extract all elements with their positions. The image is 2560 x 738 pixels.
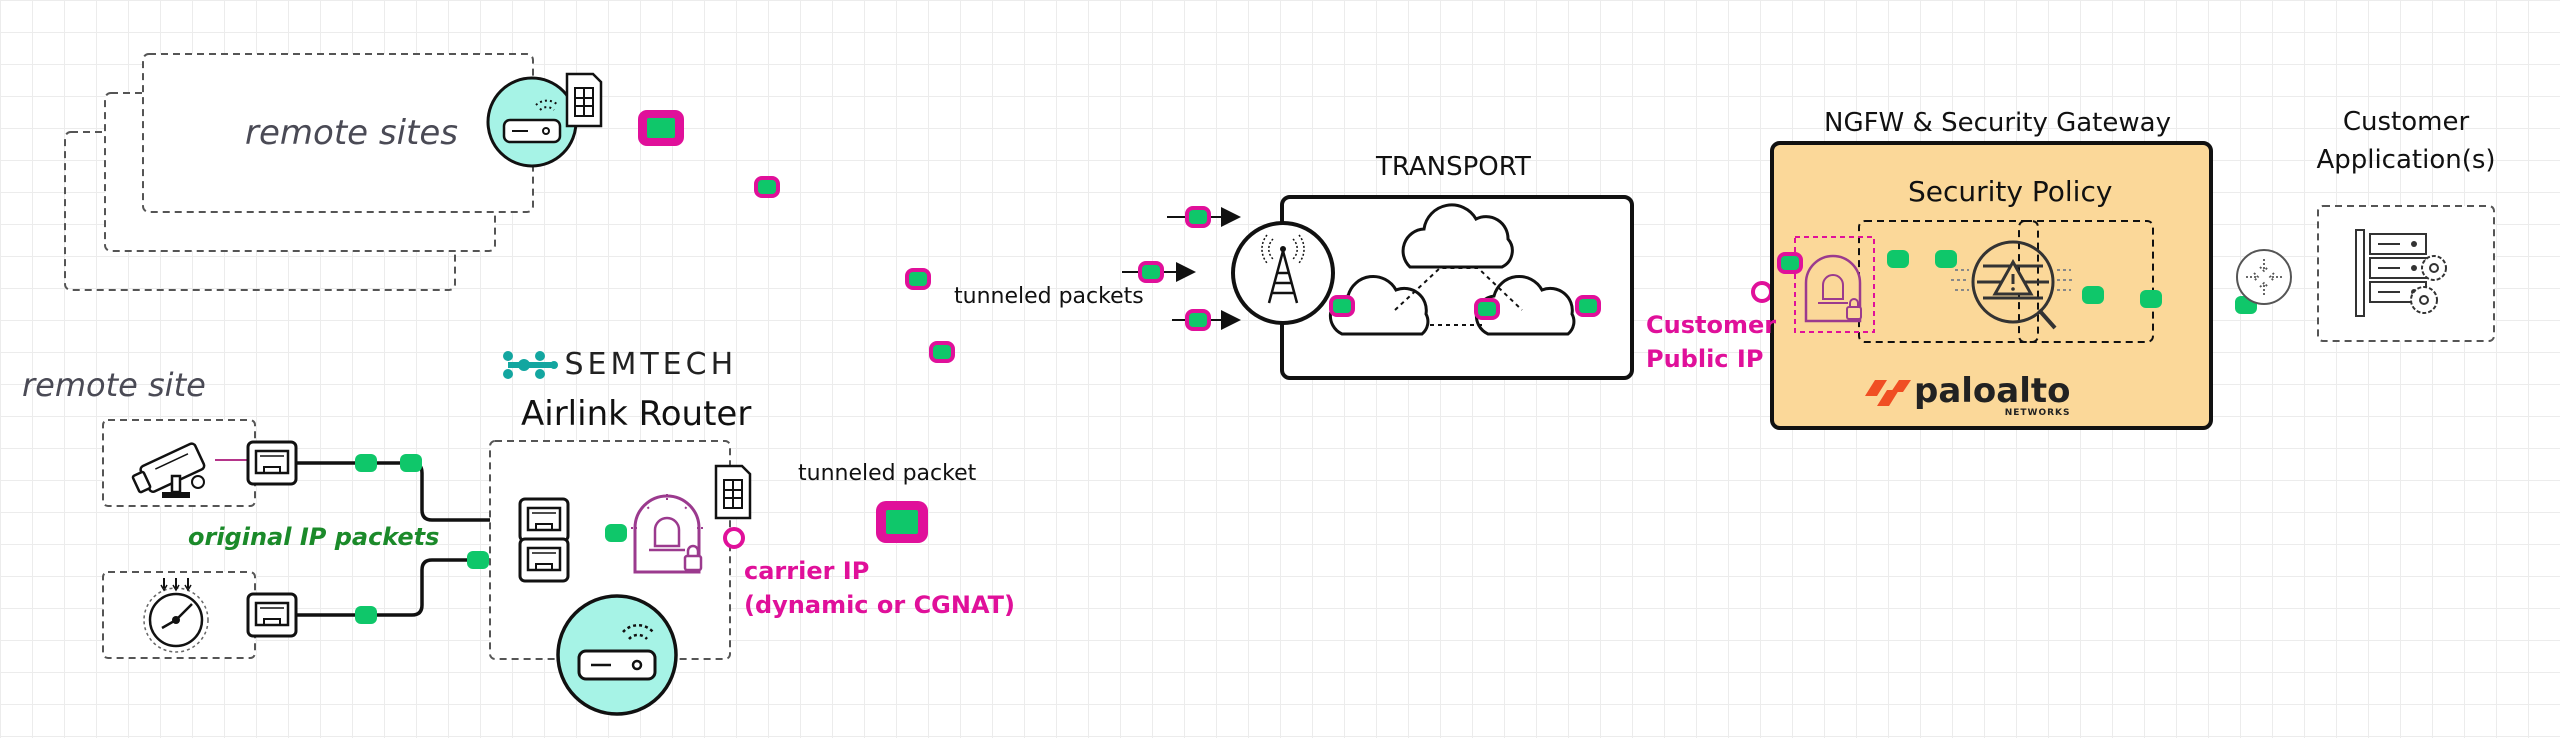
carrier-ip-line1: carrier IP (744, 557, 870, 585)
paloalto-logo: paloalto NETWORKS (1914, 374, 2071, 418)
customer-public-ip-line2: Public IP (1646, 345, 1764, 373)
packet-tunneled (929, 341, 955, 363)
ngfw-title: NGFW & Security Gateway (1824, 108, 2171, 138)
packet-green (2082, 286, 2104, 304)
link-meter-router (296, 558, 520, 617)
packet-large-top (638, 110, 684, 146)
customer-public-ip-label: Customer Public IP (1646, 308, 1777, 376)
packet-tunneled (754, 176, 780, 198)
packet-transport (1329, 295, 1355, 317)
packet-large-tunneled (876, 501, 928, 543)
lock-shield-icon (1804, 254, 1862, 323)
sim-card-icon (565, 72, 603, 128)
packet-transport (1575, 295, 1601, 317)
network-hub-icon (2236, 249, 2292, 305)
carrier-ip-label: carrier IP (dynamic or CGNAT) (744, 554, 1015, 622)
packet-green (2140, 290, 2162, 308)
customer-app-title: Customer Application(s) (2308, 103, 2504, 179)
router-icon (486, 76, 578, 168)
firewall-inspect-icon (1951, 240, 2075, 330)
cell-tower-icon (1231, 221, 1335, 325)
customer-app-line1: Customer (2342, 107, 2470, 137)
remote-sites-stack (64, 53, 534, 291)
packet-arrow (1185, 206, 1211, 228)
packet-green (605, 524, 627, 542)
carrier-ip-marker (723, 527, 745, 549)
remote-sites-label: remote sites (245, 113, 458, 153)
sim-card-icon (714, 464, 752, 520)
packet-green (400, 454, 422, 472)
transport-title: TRANSPORT (1376, 152, 1531, 182)
tunneled-packets-label: tunneled packets (954, 284, 1144, 309)
router-icon (556, 594, 678, 716)
packet-transport (1474, 298, 1500, 320)
customer-app-line2: Application(s) (2316, 145, 2496, 175)
meter-icon (143, 578, 209, 653)
packet-green (1887, 250, 1909, 268)
packet-tunneled (905, 268, 931, 290)
tunneled-packet-label: tunneled packet (798, 461, 977, 486)
packet-green (467, 551, 489, 569)
camera-icon (131, 442, 206, 498)
paloalto-logo-icon (1865, 380, 1911, 406)
ethernet-port-icon (518, 497, 570, 543)
customer-ip-marker (1751, 281, 1773, 303)
remote-site-label: remote site (22, 366, 206, 404)
airlink-router-title: Airlink Router (521, 394, 752, 434)
semtech-logo: SEMTECH (500, 347, 737, 382)
semtech-mark-icon (500, 348, 560, 382)
semtech-wordmark: SEMTECH (564, 347, 738, 382)
packet-ngfw-in (1777, 252, 1803, 274)
packet-green (1935, 250, 1957, 268)
tunnel-endpoint-box (1794, 236, 1875, 333)
packet-arrow (1185, 309, 1211, 331)
security-policy-title: Security Policy (1908, 175, 2113, 208)
packet-green (355, 606, 377, 624)
carrier-ip-line2: (dynamic or CGNAT) (744, 591, 1016, 619)
paloalto-subtitle: NETWORKS (2004, 408, 2071, 418)
ethernet-port-icon (246, 440, 298, 486)
packet-arrow (1138, 261, 1164, 283)
servers-icon (2355, 229, 2447, 317)
packet-green (355, 454, 377, 472)
paloalto-wordmark: paloalto (1914, 371, 2071, 411)
lock-shield-icon (631, 494, 703, 574)
ngfw-gateway-box (1770, 141, 2213, 430)
customer-public-ip-line1: Customer (1646, 311, 1777, 339)
original-ip-packets-label: original IP packets (188, 523, 440, 551)
ethernet-port-icon (246, 592, 298, 638)
ethernet-port-icon (518, 537, 570, 583)
